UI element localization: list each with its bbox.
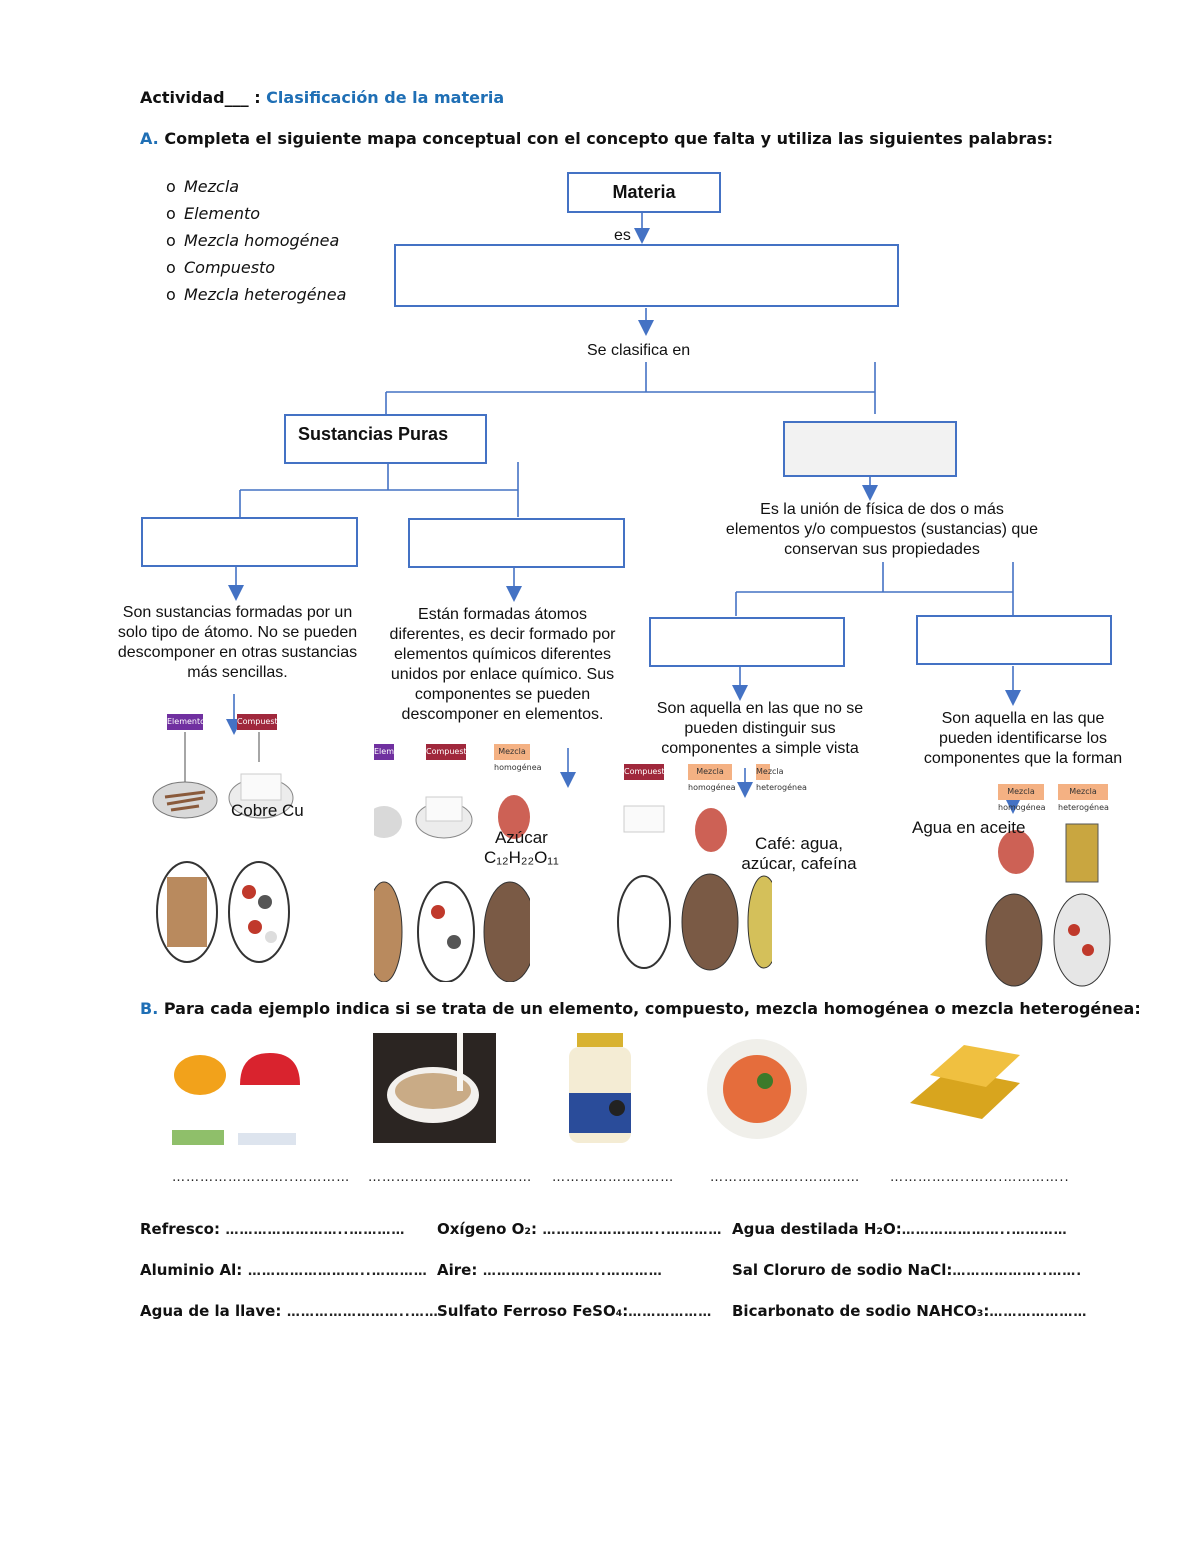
question-sal[interactable]: Sal Cloruro de sodio NaCl:………………..……. (732, 1261, 1082, 1279)
compound-description: Están formadas átomos diferentes, es dec… (389, 606, 616, 723)
sustancias-puras-label: Sustancias Puras (298, 424, 449, 444)
activity-label: Actividad___ : (140, 88, 261, 107)
question-label: Sulfato Ferroso FeSO₄: (437, 1302, 629, 1320)
materia-box: Materia (567, 172, 721, 213)
answer-blank[interactable]: ……………………..………… (477, 1264, 663, 1279)
tag-elemento-2: Elemento (374, 744, 412, 760)
homogeneous-description: Son aquella en las que no se pueden dist… (656, 700, 864, 757)
illustration-heterogeneous: Mezcla homogénea Mezcla heterogénea (978, 780, 1123, 990)
image-answer-blank-2[interactable]: ……………………..……… (368, 1170, 533, 1185)
answer-blank[interactable]: ……………………..…… (281, 1305, 439, 1320)
blank-box-mezcla-heterogenea[interactable] (916, 615, 1112, 665)
link-es: es (614, 227, 631, 244)
materia-label: Materia (612, 182, 676, 202)
answer-blank[interactable]: ……………… (628, 1305, 713, 1320)
blank-box-compuesto[interactable] (408, 518, 625, 568)
tag-mezcla-heterogenea: Mezcla heterogénea (756, 764, 807, 792)
activity-title: Clasificación de la materia (266, 88, 505, 107)
tag-elemento: Elemento (167, 714, 205, 730)
example-sugar: Azúcar C₁₂H₂₂O₁₁ (484, 828, 559, 868)
part-a-instruction: A. Completa el siguiente mapa conceptual… (140, 129, 1053, 148)
question-aluminio[interactable]: Aluminio Al: ……………………..………… (140, 1261, 428, 1279)
example-sugar-name: Azúcar (494, 828, 548, 847)
tag-compuesto-3: Compuesto (624, 764, 670, 780)
heterogeneous-description: Son aquella en las que pueden identifica… (923, 710, 1123, 767)
part-b-letter: B. (140, 999, 159, 1018)
question-agua-destilada[interactable]: Agua destilada H₂O:…………………..………… (732, 1220, 1068, 1238)
molecule-illustration (985, 823, 1111, 987)
example-image-desserts (172, 1053, 300, 1145)
question-sulfato-ferroso[interactable]: Sulfato Ferroso FeSO₄:……………… (437, 1302, 712, 1320)
mixture-description: Es la unión de física de dos o más eleme… (725, 501, 1039, 558)
example-image-mayonnaise (569, 1033, 631, 1143)
illustration-element-compound: Elemento Compuesto (125, 712, 295, 974)
question-label: Aluminio Al: (140, 1261, 243, 1279)
element-description: Son sustancias formadas por un solo tipo… (117, 604, 358, 681)
part-a-text: Completa el siguiente mapa conceptual co… (164, 129, 1053, 148)
image-answer-blank-4[interactable]: ………………..………… (710, 1170, 861, 1185)
activity-header: Actividad___ : Clasificación de la mater… (140, 88, 504, 107)
concept-map-connectors (226, 213, 1021, 814)
blank-box-elemento[interactable] (141, 517, 358, 567)
blank-box-mezcla[interactable] (783, 421, 957, 477)
question-label: Sal Cloruro de sodio NaCl: (732, 1261, 953, 1279)
example-coffee: Café: agua, azúcar, cafeína (741, 834, 857, 873)
part-a-letter: A. (140, 129, 159, 148)
question-label: Agua destilada H₂O: (732, 1220, 902, 1238)
link-se-clasifica: Se clasifica en (587, 342, 691, 359)
question-label: Refresco: (140, 1220, 220, 1238)
illustration-compound: Elemento Compuesto Mezcla homogénea (365, 742, 542, 983)
molecule-illustration (365, 795, 537, 983)
example-water-oil: Agua en aceite (912, 818, 1026, 837)
answer-blank[interactable]: ……………………..………… (242, 1264, 428, 1279)
answer-blank[interactable]: ………………… (989, 1305, 1088, 1320)
tag-compuesto: Compuesto (237, 714, 283, 730)
part-b-text: Para cada ejemplo indica si se trata de … (163, 999, 1141, 1018)
question-label: Agua de la llave: (140, 1302, 282, 1320)
example-image-coffee-milk (373, 1033, 496, 1143)
molecule-illustration (152, 732, 294, 963)
question-bicarbonato[interactable]: Bicarbonato de sodio NAHCO₃:………………… (732, 1302, 1087, 1320)
answer-blank[interactable]: ………………..……. (952, 1264, 1083, 1279)
word-bank-item: Mezcla (166, 173, 346, 200)
question-refresco[interactable]: Refresco: ……………………..………… (140, 1220, 405, 1238)
example-image-pasta (707, 1039, 807, 1139)
word-bank-item: Mezcla homogénea (166, 227, 346, 254)
question-aire[interactable]: Aire: ……………………..………… (437, 1261, 663, 1279)
part-b-instruction: B. Para cada ejemplo indica si se trata … (140, 999, 1141, 1018)
image-answer-blank-3[interactable]: ………………..…… (552, 1170, 675, 1185)
example-copper: Cobre Cu (231, 801, 304, 820)
example-image-gold-bars (910, 1045, 1020, 1119)
blank-box-materia-es[interactable] (394, 244, 899, 307)
answer-blank[interactable]: ……………………..………… (537, 1223, 723, 1238)
tag-mezcla-homogenea-2: Mezcla homogénea (688, 764, 736, 792)
word-bank-item: Mezcla heterogénea (166, 281, 346, 308)
question-label: Bicarbonato de sodio NAHCO₃: (732, 1302, 990, 1320)
answer-blank[interactable]: ……………………..………… (219, 1223, 406, 1238)
image-answer-blank-1[interactable]: ……………………..………… (172, 1170, 351, 1185)
question-agua-llave[interactable]: Agua de la llave: ……………………..…… (140, 1302, 439, 1320)
question-label: Aire: (437, 1261, 478, 1279)
answer-blank[interactable]: …………………..………… (901, 1223, 1068, 1238)
tag-compuesto-2: Compuesto (426, 744, 472, 760)
word-bank: Mezcla Elemento Mezcla homogénea Compues… (166, 173, 346, 308)
tag-mezcla-homogenea: Mezcla homogénea (494, 744, 542, 772)
example-sugar-formula: C₁₂H₂₂O₁₁ (484, 848, 559, 867)
question-oxigeno[interactable]: Oxígeno O₂: ……………………..………… (437, 1220, 722, 1238)
tag-mezcla-heterogenea-2: Mezcla heterogénea (1058, 784, 1109, 812)
image-answer-blank-5[interactable]: ……………..…….………….. (890, 1170, 1070, 1185)
question-label: Oxígeno O₂: (437, 1220, 538, 1238)
word-bank-item: Compuesto (166, 254, 346, 281)
word-bank-item: Elemento (166, 200, 346, 227)
tag-mezcla-homogenea-3: Mezcla homogénea (998, 784, 1046, 812)
blank-box-mezcla-homogenea[interactable] (649, 617, 845, 667)
sustancias-puras-box: Sustancias Puras (284, 414, 487, 464)
